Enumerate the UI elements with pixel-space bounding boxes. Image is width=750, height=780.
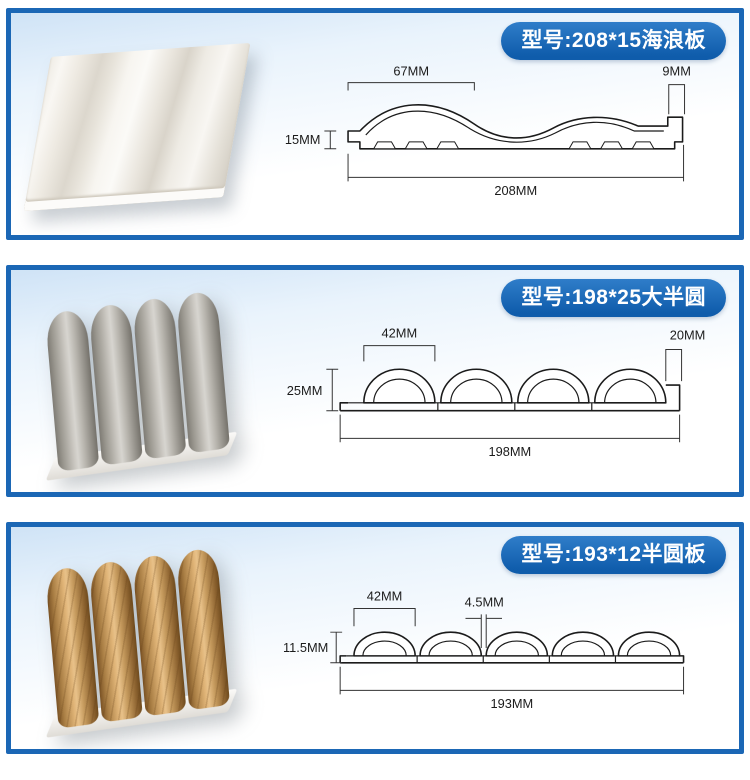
- product-photo-large-half-round: [11, 270, 263, 492]
- dim-top-width-label: 67MM: [393, 64, 429, 79]
- dim-arch-width-label: 42MM: [382, 326, 418, 341]
- product-panel-half-round-board: 型号:193*12半圆板: [6, 522, 744, 754]
- fluted-panel-art-gray: [44, 290, 238, 481]
- dimension-labels: 42MM 20MM 25MM 198MM: [287, 326, 706, 459]
- product-photo-half-round-board: [11, 527, 263, 749]
- profile-hollow-slots: [372, 141, 655, 150]
- profile-hollow-arches: [348, 378, 657, 411]
- dimension-lines: [330, 608, 685, 695]
- product-spec-sheet: 型号:208*15海浪板: [6, 8, 744, 754]
- half-round-profile-svg: 42MM 20MM 25MM 198MM: [287, 326, 706, 459]
- dim-total-width-label: 193MM: [490, 696, 533, 711]
- product-panel-large-half-round: 型号:198*25大半圆: [6, 265, 744, 497]
- profile-outline: [339, 368, 681, 412]
- fluted-panel-art-wood: [44, 547, 238, 738]
- dim-total-width-label: 208MM: [494, 183, 537, 198]
- model-badge: 型号:193*12半圆板: [501, 536, 726, 574]
- product-photo-wave-board: [11, 13, 263, 235]
- profile-outline: [339, 631, 685, 664]
- wave-profile-svg: 67MM 9MM 15MM 208MM: [285, 64, 691, 198]
- dim-height-label: 11.5MM: [283, 640, 328, 655]
- model-badge-label: 型号:208*15海浪板: [521, 29, 706, 52]
- profile-hollow-arches: [346, 640, 672, 663]
- dim-height-label: 25MM: [287, 383, 323, 398]
- cross-section-diagram-half-round-board: 42MM 4.5MM 11.5MM 193MM: [263, 527, 739, 749]
- dim-total-width-label: 198MM: [489, 444, 532, 459]
- product-panel-wave-board: 型号:208*15海浪板: [6, 8, 744, 240]
- dimension-labels: 42MM 4.5MM 11.5MM 193MM: [283, 589, 533, 712]
- cross-section-diagram-large-half-round: 42MM 20MM 25MM 198MM: [263, 270, 739, 492]
- wave-panel-art: [23, 42, 251, 212]
- flute-columns: [44, 547, 230, 729]
- dim-right-tab-label: 9MM: [662, 64, 690, 79]
- dim-right-end-label: 20MM: [670, 328, 706, 343]
- dimension-labels: 67MM 9MM 15MM 208MM: [285, 64, 691, 198]
- flute-columns: [44, 290, 230, 472]
- model-badge-label: 型号:198*25大半圆: [521, 286, 706, 309]
- dim-gap-label: 4.5MM: [465, 595, 504, 610]
- dim-height-label: 15MM: [285, 132, 321, 147]
- model-badge: 型号:198*25大半圆: [501, 279, 726, 317]
- dimension-lines: [326, 345, 683, 443]
- small-half-round-profile-svg: 42MM 4.5MM 11.5MM 193MM: [283, 589, 685, 712]
- model-badge: 型号:208*15海浪板: [501, 22, 726, 60]
- dim-arch-width-label: 42MM: [367, 589, 403, 604]
- model-badge-label: 型号:193*12半圆板: [521, 543, 706, 566]
- dimension-lines: [324, 82, 686, 182]
- cross-section-diagram-wave-board: 67MM 9MM 15MM 208MM: [263, 13, 739, 235]
- profile-outline: [347, 104, 684, 150]
